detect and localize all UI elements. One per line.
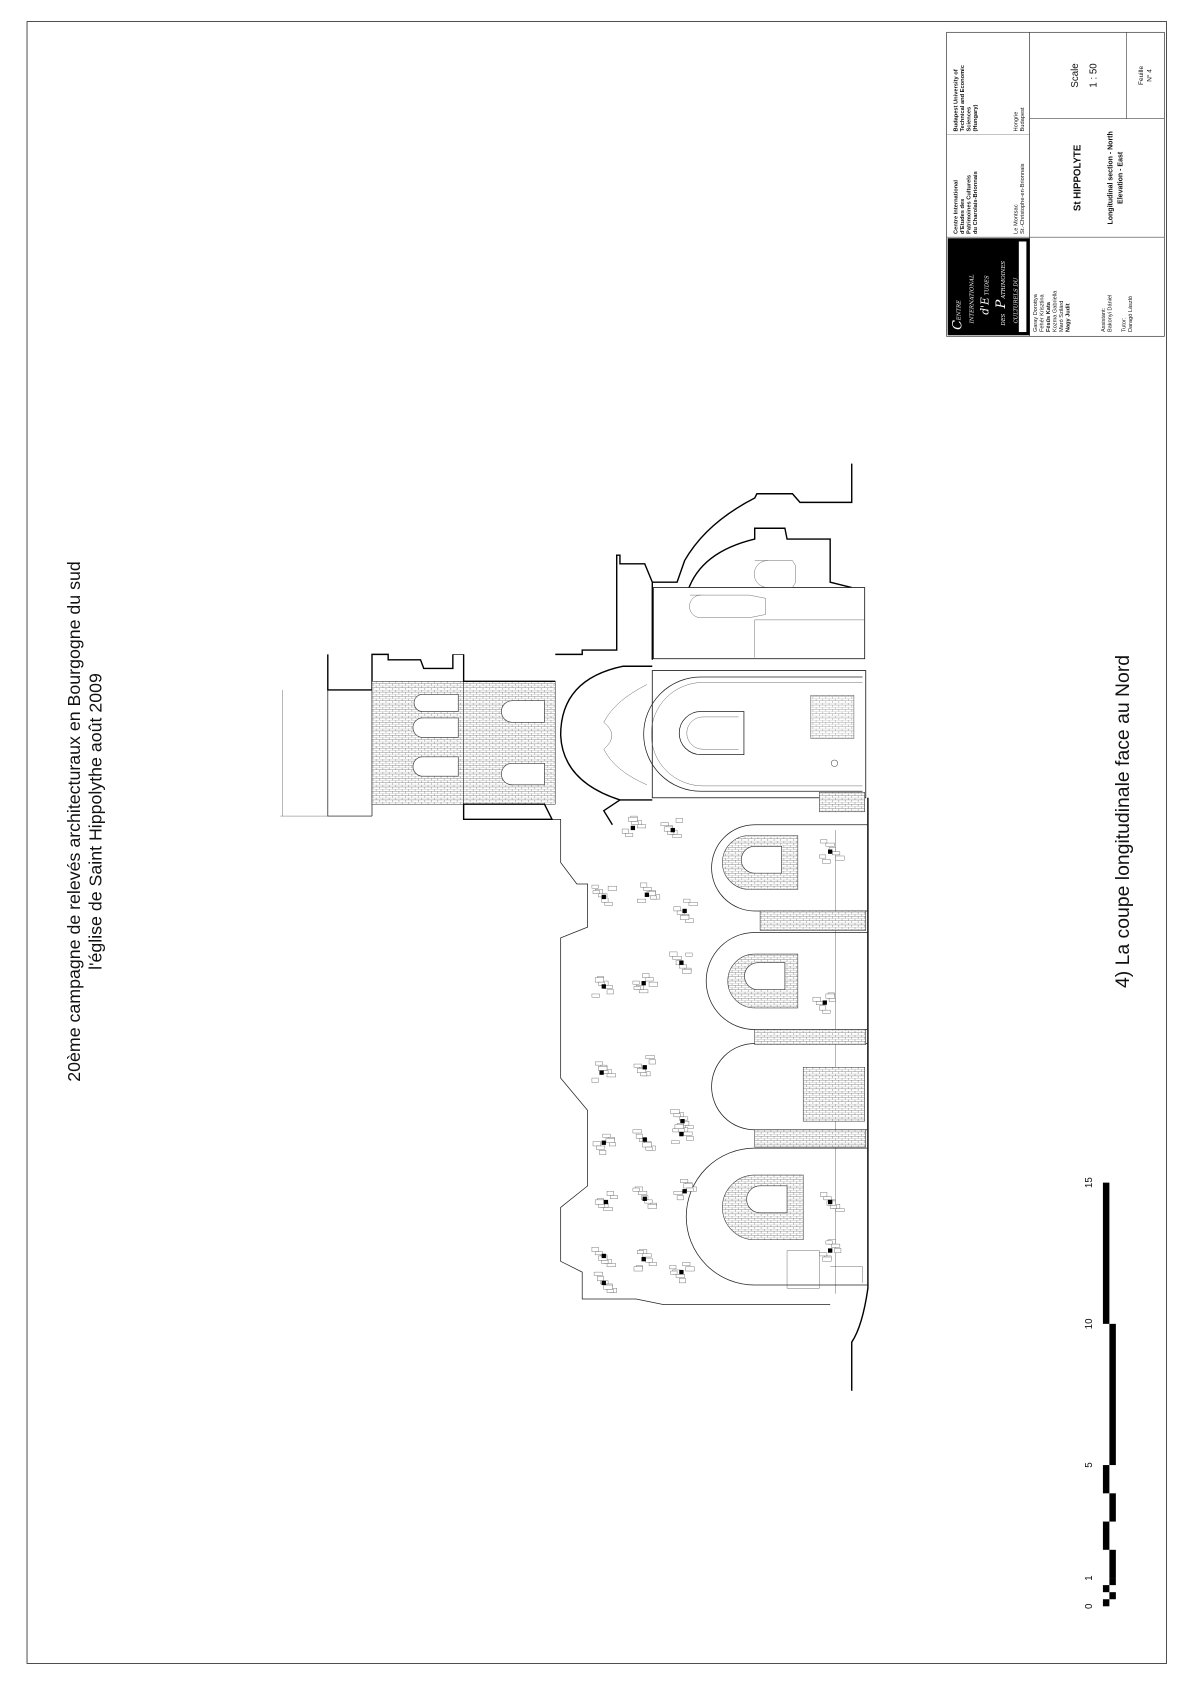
student-name: Nagy Judit — [1066, 303, 1072, 332]
stone-patch — [670, 1109, 694, 1133]
title-block-text: du Charolais-Brionnais — [973, 171, 979, 234]
scale-bar-label: 15 — [1084, 1177, 1095, 1188]
scale-bar-segment — [1102, 1585, 1110, 1593]
title-block-text: TUDES — [985, 275, 991, 295]
title-block-text: P — [994, 299, 1009, 309]
stone-patch — [673, 898, 698, 924]
scale-bar-segment — [1102, 1599, 1110, 1607]
sheet-title: 20ème campagne de relevés architecturaux… — [64, 561, 106, 1081]
scale-value: 1 : 50 — [1088, 63, 1099, 88]
stone-patch — [660, 818, 683, 838]
scale-bar-segment — [1109, 1578, 1116, 1586]
scale-label: Scale — [1070, 63, 1081, 87]
church-section-drawing — [280, 463, 869, 1391]
sheet-number: N° 4 — [1145, 69, 1153, 82]
student-name: Maró Szilárd — [1059, 301, 1065, 332]
stone-patch — [669, 951, 693, 974]
university-cell: Budapest University of Technical and Eco… — [953, 65, 1026, 131]
title-block-text: Budapest University of — [953, 69, 959, 131]
stone-patch — [591, 1247, 616, 1267]
stone-patch — [673, 1179, 697, 1201]
title-block-text: (Hungary) — [973, 104, 979, 131]
title-block-text: Le Montsac — [1014, 204, 1020, 234]
stone-patch — [591, 1061, 616, 1083]
title-line-1: 20ème campagne de relevés architecturaux… — [64, 561, 84, 1081]
student-name: Garay Dorottya — [1033, 293, 1039, 332]
title-block-text: Hongrie — [1014, 112, 1020, 132]
stone-patch — [591, 884, 617, 906]
stone-patch — [812, 992, 836, 1014]
centre-cell: Centre International d'Etudes des Patrim… — [953, 163, 1026, 234]
scale-bar-segment — [1102, 1465, 1110, 1494]
stone-patch — [819, 1239, 842, 1262]
title-block-text: INTERNATIONAL — [970, 274, 976, 324]
scale-bar-segment — [1102, 1182, 1110, 1324]
stone-patch — [671, 1123, 694, 1145]
stone-patch — [669, 1262, 695, 1284]
assistant-label: Assistant: — [1101, 307, 1107, 332]
sheet-label: Feuille — [1138, 66, 1145, 85]
assistant-name: Bakonyi Dániel — [1108, 295, 1114, 332]
sheet-border — [26, 21, 1167, 1664]
student-name: Fésűs Kata — [1046, 301, 1052, 332]
scale-bar-segment — [1109, 1493, 1116, 1522]
stone-patch — [594, 1191, 618, 1211]
team-cell: Garay Dorottya Fehér Krisztina Fésűs Kat… — [1033, 290, 1134, 332]
stone-patch — [591, 976, 614, 998]
stone-patch — [632, 1129, 656, 1151]
title-block-text: C — [951, 320, 966, 330]
title-block-text: ATRIMOINES — [1001, 261, 1007, 300]
stone-patch — [819, 839, 845, 864]
title-block: Budapest University of Technical and Eco… — [946, 31, 1165, 337]
north-chapel — [555, 463, 866, 660]
stone-patch — [637, 882, 661, 903]
bell-tower — [280, 653, 556, 821]
title-block-text: d'E — [979, 297, 992, 315]
project-title: St HIPPOLYTE — [1072, 144, 1083, 211]
tutor-name: Daragó László — [1128, 296, 1134, 332]
title-block-text: Budapest — [1020, 107, 1026, 132]
stone-patch — [621, 815, 647, 837]
sheet-title-line-2: Elevation - East — [1117, 151, 1124, 204]
scale-bar-label: 1 — [1084, 1575, 1095, 1580]
stone-patch — [593, 1271, 617, 1293]
scale-bar-segment — [1109, 1323, 1116, 1466]
scale-bar-label: 5 — [1084, 1462, 1095, 1467]
sheet-title-line-1: Longitudinal section - North — [1108, 131, 1115, 224]
tutor-label: Tutor: — [1122, 317, 1128, 332]
scale-bar-segment — [1109, 1592, 1116, 1600]
nave — [552, 797, 869, 1391]
scale-bar-label: 0 — [1084, 1603, 1095, 1609]
stone-patch — [632, 1186, 657, 1209]
stone-patch — [592, 1133, 616, 1155]
stone-patch — [820, 1192, 845, 1212]
title-block-text: DES — [1001, 313, 1007, 326]
stone-patch — [633, 1055, 656, 1077]
stone-patch — [632, 973, 658, 994]
student-name: Kozma Gabriella — [1053, 290, 1059, 332]
scale-bar-segment — [1102, 1521, 1110, 1550]
title-block-text: ENTRE — [957, 300, 963, 321]
student-name: Fehér Krisztina — [1040, 294, 1046, 333]
title-block-text: d'Etudes des — [960, 199, 966, 234]
drawing-caption: 4) La coupe longitudinale face au Nord — [1112, 655, 1134, 988]
title-block-text: Centre International — [953, 180, 959, 234]
title-block-text: Sciences — [966, 107, 972, 132]
choir-apse — [559, 665, 867, 826]
title-block-text: Patrimoines Culturels — [966, 175, 972, 234]
title-line-2: l'église de Saint Hippolythe août 2009 — [85, 673, 105, 970]
title-block-text: CULTURELS DU — [1014, 277, 1020, 323]
stone-patches — [591, 815, 845, 1293]
stone-patch — [633, 1249, 657, 1272]
title-block-text: Technical and Economic — [960, 65, 966, 131]
scale-bar-label: 10 — [1084, 1318, 1095, 1329]
scale-bar-segment — [1109, 1549, 1116, 1579]
title-block-text: St.-Christophe-en-Brionnais — [1020, 163, 1026, 234]
